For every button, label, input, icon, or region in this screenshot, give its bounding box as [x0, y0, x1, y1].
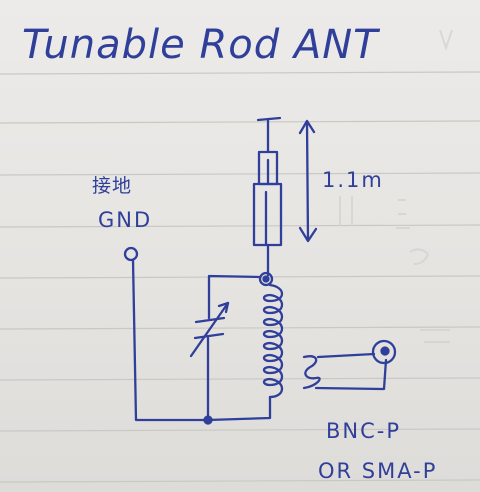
inductor-coil [206, 283, 284, 422]
rule-line [0, 172, 480, 176]
inductor-bottom-wire [206, 395, 272, 422]
variable-capacitor [189, 301, 230, 422]
rule-line [0, 326, 480, 330]
bnc-connector-symbol [371, 339, 397, 365]
diagram-title: Tunable Rod ANT [22, 22, 381, 68]
capacitor-plate-top [194, 316, 226, 324]
rule-line [0, 428, 480, 432]
inductor-windings [262, 283, 284, 399]
show-through-marks [339, 29, 453, 343]
top-junction-dot [262, 275, 270, 283]
connector-center-pin [380, 346, 390, 356]
top-junction-node [258, 271, 274, 287]
connector-outer-ring [371, 339, 397, 365]
length-arrow-down-head [298, 226, 318, 243]
capacitor-plate-bottom [193, 332, 225, 340]
ground-marker-label: 接地 [92, 175, 132, 197]
ground-connection [123, 246, 210, 422]
coupling-loop-winding [302, 355, 321, 390]
rule-line [0, 377, 480, 381]
rod-length-label: 1.1m [322, 168, 384, 192]
capacitor-tuning-arrow-head [217, 301, 230, 314]
coupling-loop [302, 352, 388, 391]
coupling-loop-top-wire [316, 352, 376, 359]
capacitor-top-wire [207, 274, 262, 320]
coupling-loop-bottom-wire [314, 358, 388, 391]
rule-line [0, 120, 480, 124]
ground-wire [131, 258, 210, 422]
length-arrow-up-head [298, 119, 316, 135]
ink-drawing [123, 116, 397, 425]
rod-lower-section [252, 182, 283, 247]
ground-label: GND [98, 208, 152, 232]
rule-line [0, 479, 480, 483]
connector-label-line1: BNC-P [326, 419, 401, 443]
length-arrow-shaft [305, 120, 310, 242]
capacitor-tuning-arrow-line [189, 301, 230, 358]
bottom-junction-node [203, 415, 213, 425]
rule-line [0, 71, 480, 75]
connector-label-line2: OR SMA-P [318, 459, 437, 483]
telescopic-rod [252, 116, 283, 277]
rule-line [0, 224, 480, 228]
ground-terminal [123, 246, 139, 262]
rod-length-arrow [298, 119, 318, 243]
